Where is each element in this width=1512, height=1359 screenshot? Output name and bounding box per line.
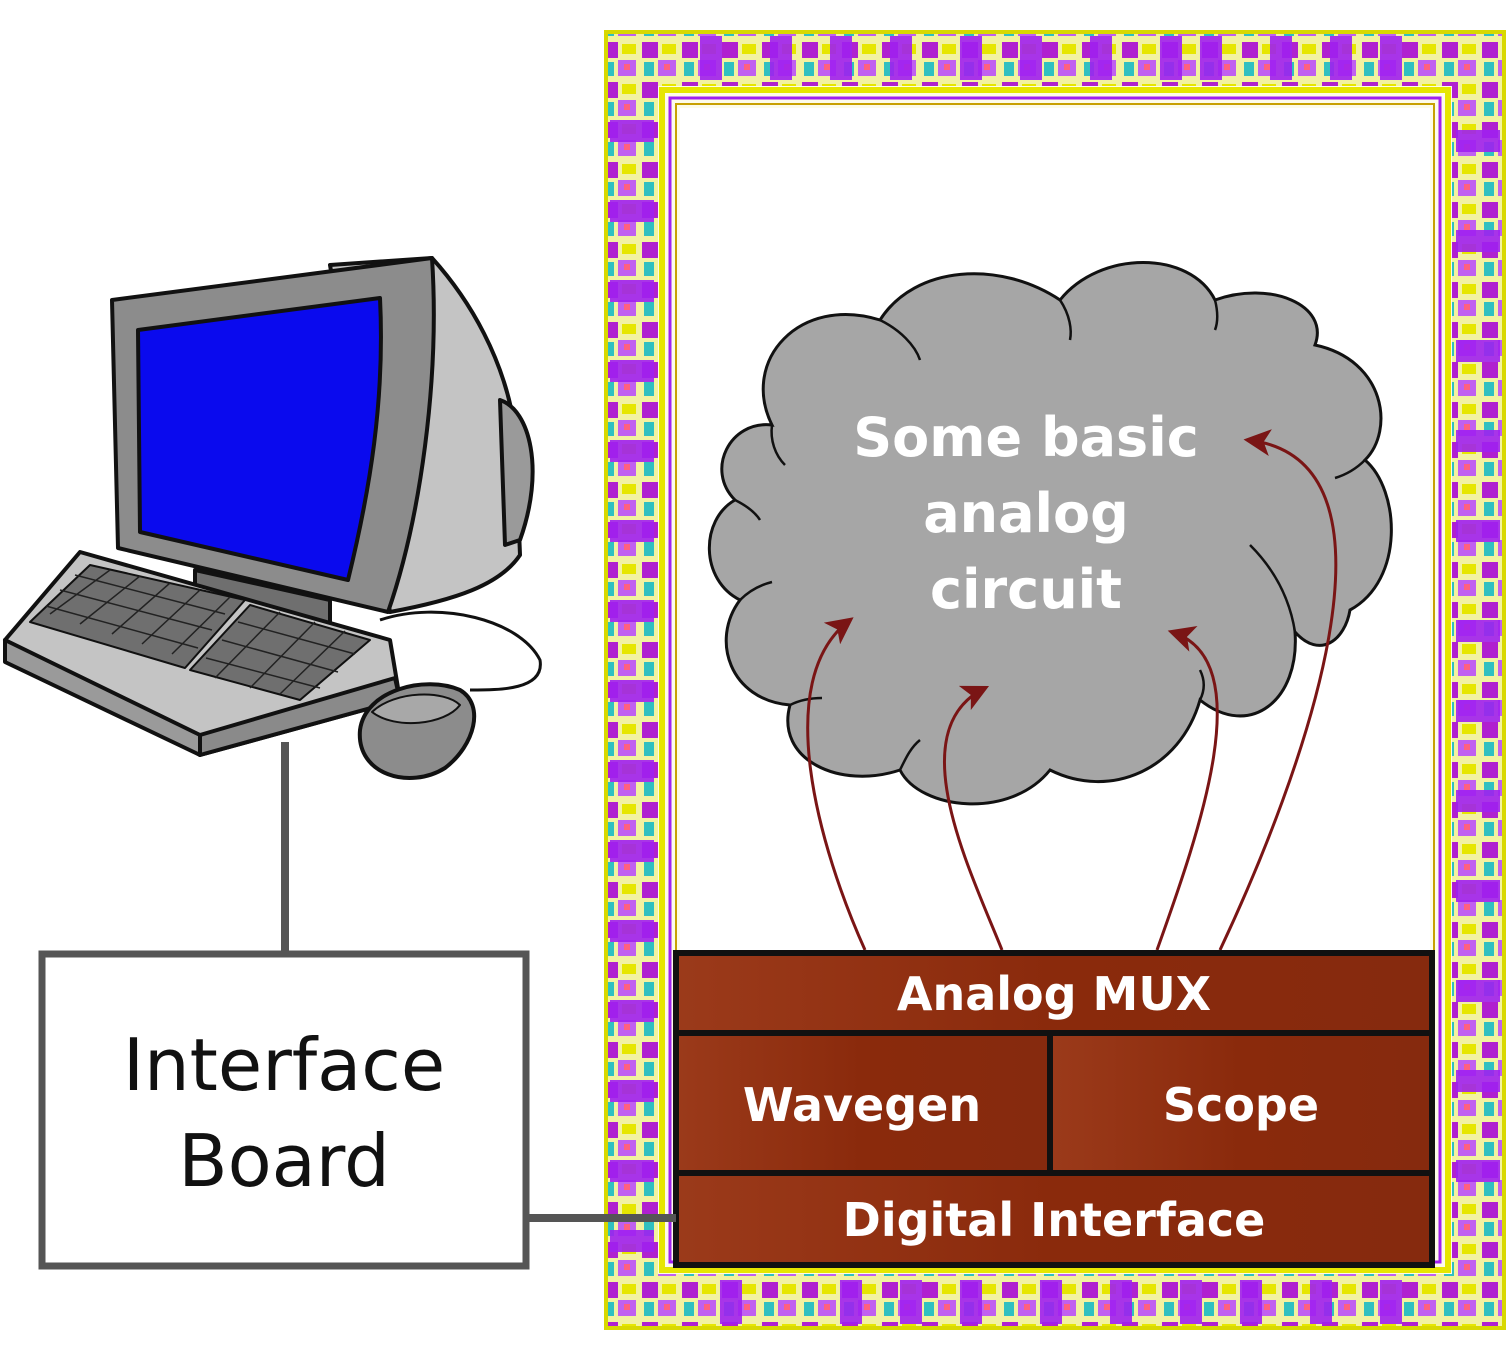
cloud-label-line3: circuit: [930, 558, 1122, 621]
desktop-computer-icon: [5, 258, 540, 778]
cloud-label-line1: Some basic: [853, 406, 1198, 469]
interface-board: Interface Board: [42, 954, 526, 1266]
monitor-screen: [138, 298, 381, 580]
interface-board-label-line1: Interface: [123, 1023, 445, 1107]
analog-mux-label: Analog MUX: [897, 967, 1211, 1021]
digital-interface-label: Digital Interface: [843, 1193, 1266, 1247]
on-chip-blocks: Analog MUX Wavegen Scope Digital Interfa…: [673, 950, 1435, 1268]
interface-board-label-line2: Board: [178, 1119, 390, 1203]
scope-label: Scope: [1163, 1078, 1319, 1132]
cloud-label-line2: analog: [923, 482, 1129, 545]
wavegen-label: Wavegen: [743, 1078, 981, 1132]
